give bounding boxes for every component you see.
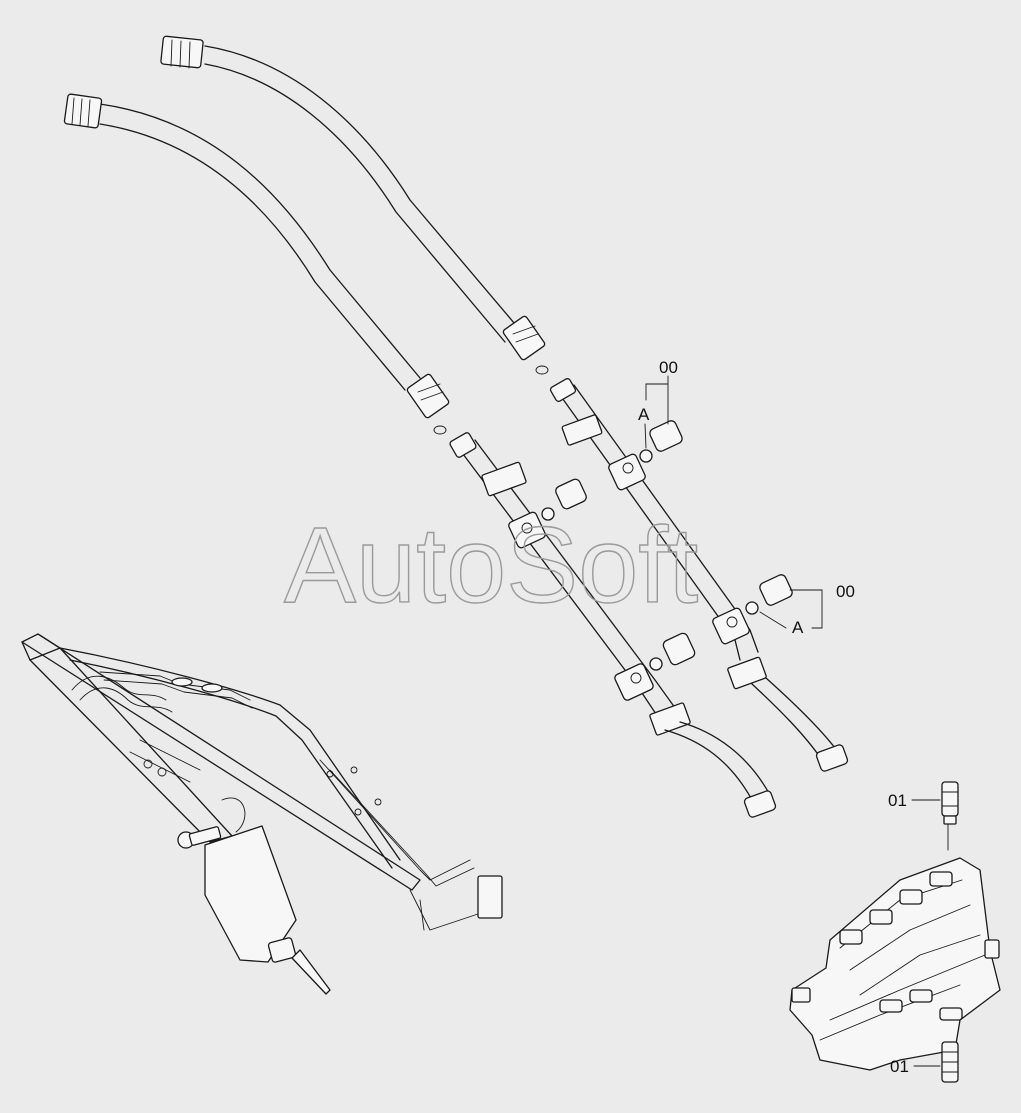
excavator-arm-overview <box>21 633 503 995</box>
watermark: AutoSoft <box>284 504 698 625</box>
hose-left-top-fitting <box>63 93 103 129</box>
pipe-assembly-right <box>549 378 849 772</box>
callout-a-top: A <box>638 405 650 424</box>
plug-right <box>759 574 793 606</box>
relief-valve-bottom <box>913 1041 959 1083</box>
control-valve <box>789 823 1001 1071</box>
hose-right <box>160 35 549 375</box>
hose-right-top-fitting <box>160 35 204 69</box>
callout-00-right: 00 <box>836 582 855 601</box>
o-ring-top <box>639 449 653 463</box>
plug-top <box>649 420 683 452</box>
callout-00-top: 00 <box>659 358 678 377</box>
callout-group-top <box>639 375 683 463</box>
hose-right-bottom-fitting <box>502 315 546 361</box>
relief-valve-top <box>911 781 959 825</box>
callout-01-bottom: 01 <box>890 1057 909 1076</box>
o-ring-right <box>745 601 759 615</box>
callout-group-right <box>745 574 823 629</box>
pipe-assembly-left <box>449 432 777 818</box>
callout-01-top: 01 <box>888 791 907 810</box>
callout-a-right: A <box>792 618 804 637</box>
hose-left <box>63 93 450 435</box>
hose-left-bottom-fitting <box>406 373 450 419</box>
